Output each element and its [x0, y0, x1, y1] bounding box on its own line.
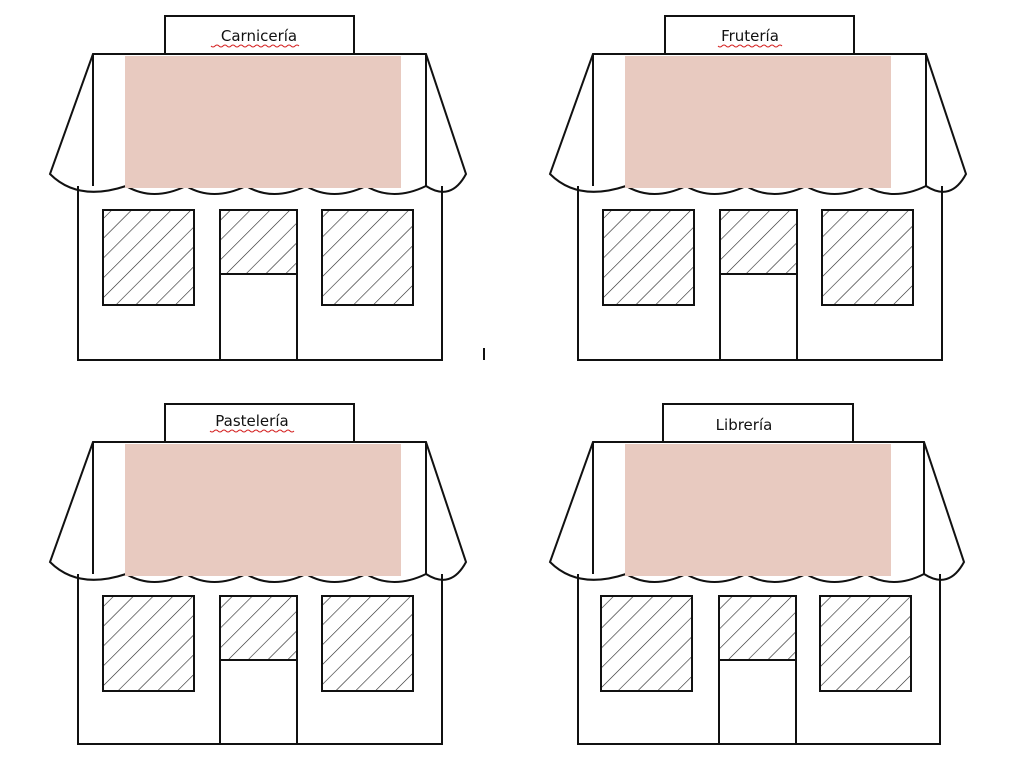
- building: [77, 574, 443, 745]
- door-glass: [719, 209, 798, 275]
- sign-board: Carnicería: [164, 15, 355, 55]
- shop-fruteria: Frutería: [548, 15, 968, 361]
- awning: [48, 53, 468, 195]
- window-right: [321, 595, 414, 692]
- awning: [548, 441, 966, 583]
- shop-pasteleria: Pastelería: [48, 403, 468, 745]
- text-cursor-mark: [483, 348, 485, 360]
- awning: [548, 53, 968, 195]
- awning-panel: [125, 56, 401, 188]
- shop-name: Pastelería: [215, 412, 288, 430]
- door-glass: [219, 209, 298, 275]
- building: [577, 186, 943, 361]
- awning: [48, 441, 468, 583]
- window-left: [102, 209, 195, 306]
- building: [577, 574, 941, 745]
- window-right: [819, 595, 912, 692]
- window-right: [321, 209, 414, 306]
- shop-name: Carnicería: [221, 27, 297, 45]
- shop-name: Librería: [716, 416, 773, 434]
- window-left: [600, 595, 693, 692]
- spellcheck-underline: [717, 44, 783, 48]
- door-glass: [219, 595, 298, 661]
- window-left: [102, 595, 195, 692]
- awning-panel: [625, 56, 891, 188]
- shop-name: Frutería: [721, 27, 779, 45]
- sign-board: Pastelería: [164, 403, 355, 442]
- awning-panel: [125, 444, 401, 576]
- door-glass: [718, 595, 797, 661]
- shop-carniceria: Carnicería: [48, 15, 468, 361]
- spellcheck-underline: [210, 44, 300, 48]
- awning-panel: [625, 444, 891, 576]
- building: [77, 186, 443, 361]
- shop-libreria: Librería: [548, 403, 966, 745]
- sign-board: Frutería: [664, 15, 855, 55]
- window-left: [602, 209, 695, 306]
- window-right: [821, 209, 914, 306]
- sign-board: Librería: [662, 403, 854, 442]
- spellcheck-underline: [209, 429, 295, 433]
